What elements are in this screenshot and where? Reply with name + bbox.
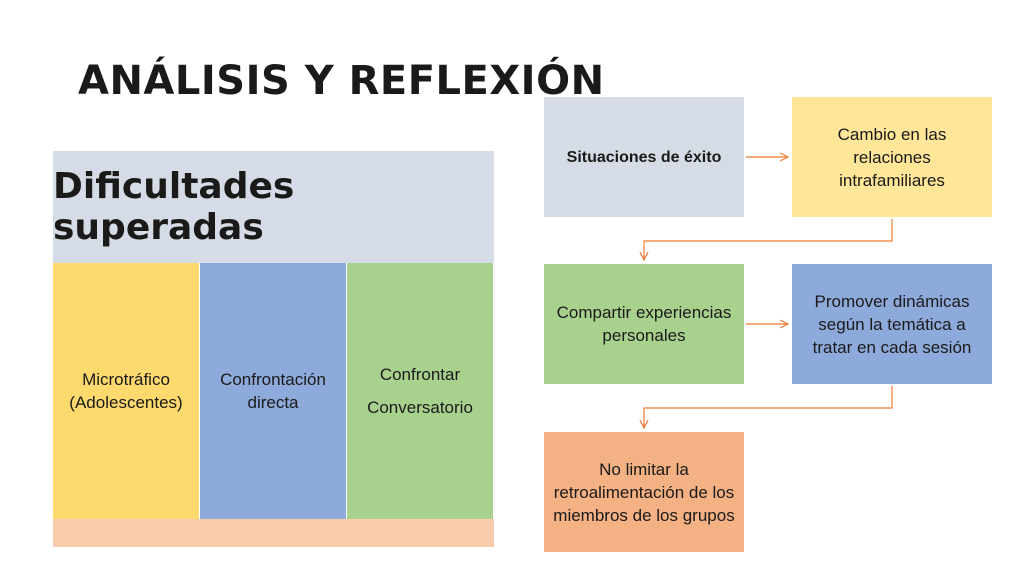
- column-label-line-2: Conversatorio: [367, 398, 473, 417]
- hierarchy-column-confrontar: Confrontar Conversatorio: [347, 263, 494, 519]
- hierarchy-column-microtrafico: Microtráfico (Adolescentes): [53, 263, 200, 519]
- process-step-1: Situaciones de éxito: [544, 97, 744, 217]
- column-label: Microtráfico (Adolescentes): [69, 370, 183, 412]
- column-label: Confrontación directa: [220, 370, 326, 412]
- arrow-step4-to-step5: [644, 386, 893, 428]
- process-step-5: No limitar la retroalimentación de los m…: [544, 432, 744, 552]
- process-step-2: Cambio en las relaciones intrafamiliares: [792, 97, 992, 217]
- page-title: ANÁLISIS Y REFLEXIÓN: [78, 58, 605, 104]
- process-step-4: Promover dinámicas según la temática a t…: [792, 264, 992, 384]
- hierarchy-footer-bar: [53, 519, 494, 547]
- hierarchy-header: Dificultades superadas: [53, 151, 494, 263]
- arrow-step2-to-step3: [644, 219, 893, 260]
- process-step-3: Compartir experiencias personales: [544, 264, 744, 384]
- hierarchy-column-confrontacion: Confrontación directa: [200, 263, 347, 519]
- column-label-line-1: Confrontar: [379, 365, 461, 384]
